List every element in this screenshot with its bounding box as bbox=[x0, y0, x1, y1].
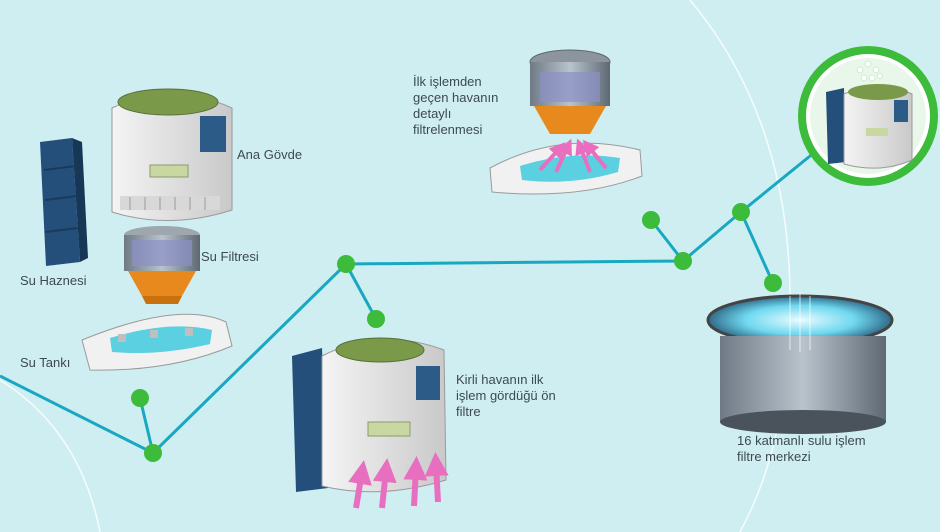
water-reservoir-icon bbox=[40, 138, 88, 266]
flow-node bbox=[144, 444, 162, 462]
label-su-tanki: Su Tankı bbox=[20, 355, 71, 370]
label-ana-govde: Ana Gövde bbox=[237, 147, 303, 162]
connector-branch bbox=[344, 263, 378, 320]
detail-filter-icon bbox=[489, 49, 643, 195]
flow-node bbox=[337, 255, 355, 273]
flow-node bbox=[367, 310, 385, 328]
purifier-airflow-icon bbox=[292, 337, 449, 509]
label-detayli-filtre: İlk işlemden geçen havanın detaylı filtr… bbox=[413, 74, 499, 137]
wet-filter-center-icon bbox=[706, 292, 894, 434]
clean-purifier-icon bbox=[798, 46, 938, 186]
flow-node bbox=[674, 252, 692, 270]
label-su-filtresi: Su Filtresi bbox=[201, 249, 259, 264]
connector-branch bbox=[739, 211, 775, 284]
label-su-haznesi: Su Haznesi bbox=[20, 273, 87, 288]
background-arc-right bbox=[689, 0, 791, 532]
label-merkez: 16 katmanlı sulu işlem filtre merkezi bbox=[737, 433, 866, 464]
connector-branch bbox=[138, 397, 155, 454]
water-filter-icon bbox=[124, 226, 200, 304]
flow-node bbox=[732, 203, 750, 221]
water-tray-icon bbox=[81, 313, 233, 371]
background-arc-left bbox=[0, 379, 101, 532]
connector-line bbox=[0, 137, 832, 455]
flow-node bbox=[764, 274, 782, 292]
flow-node bbox=[642, 211, 660, 229]
label-on-filtre: Kirli havanın ilk işlem gördüğü ön filtr… bbox=[456, 372, 556, 419]
purifier-main-body-icon bbox=[111, 88, 233, 221]
flow-node bbox=[131, 389, 149, 407]
